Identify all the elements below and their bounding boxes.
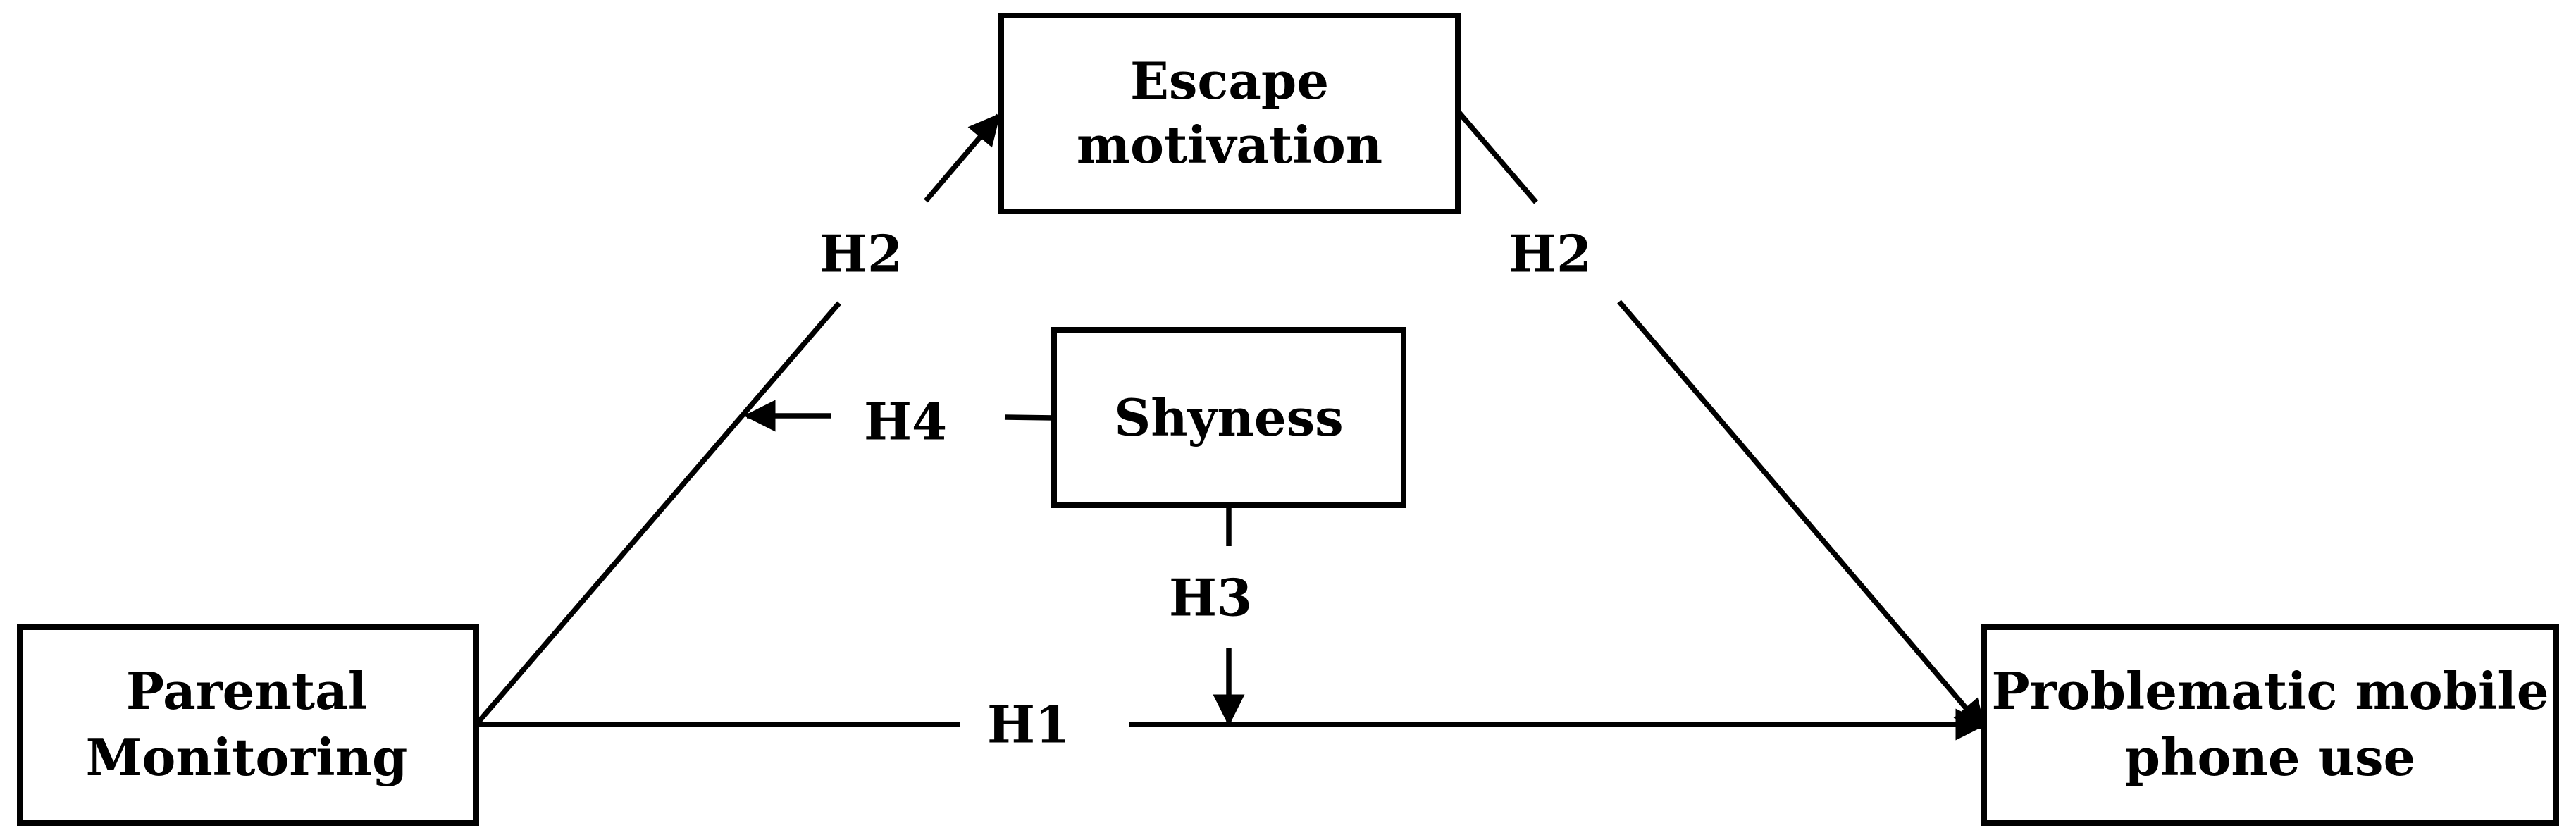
svg-text:phone use: phone use [2125,727,2416,787]
path-h3: H3 [1169,506,1252,727]
shyness-box [1051,327,1406,508]
svg-text:Escape: Escape [1130,51,1329,111]
path-h1: H1 [476,695,1988,755]
escape-motivation-box [998,13,1461,214]
path-h4: H4 [743,392,1055,452]
h2-left-label: H2 [819,224,903,284]
path-h2-left: H2 [474,113,1001,727]
escape-motivation-line-1: Escape [1130,51,1329,111]
node-escape-motivation: Escape motivation [998,13,1461,214]
svg-text:Shyness: Shyness [1114,388,1343,447]
h1-label: H1 [987,695,1070,755]
h2-left-arrow [924,113,1001,203]
parental-monitoring-line-1: Parental [126,661,367,721]
h2-right-label: H2 [1509,224,1592,284]
node-problematic-mobile-phone-use: Problematic mobile phone use [1981,624,2559,826]
svg-text:Monitoring: Monitoring [86,727,408,787]
h2-left-line-lower [474,301,841,727]
problematic-mobile-phone-use-line-2: phone use [2125,727,2416,787]
svg-text:Parental: Parental [126,661,367,721]
node-shyness: Shyness [1051,327,1406,508]
escape-motivation-line-2: motivation [1077,115,1382,175]
node-parental-monitoring: Parental Monitoring [17,624,479,826]
shyness-line-1: Shyness [1114,388,1343,447]
svg-text:Problematic mobile: Problematic mobile [1991,661,2549,721]
h3-label: H3 [1169,568,1252,628]
h2-right-arrow [1617,299,1986,732]
problematic-mobile-phone-use-line-1: Problematic mobile [1991,661,2549,721]
h2-right-line-upper [1457,111,1538,204]
svg-text:motivation: motivation [1077,115,1382,175]
h4-label: H4 [864,392,947,452]
h4-line-right [1004,414,1055,421]
path-h2-right: H2 [1457,111,1986,732]
problematic-mobile-phone-use-box [1981,624,2559,826]
parental-monitoring-line-2: Monitoring [86,727,408,787]
parental-monitoring-box [17,624,479,826]
